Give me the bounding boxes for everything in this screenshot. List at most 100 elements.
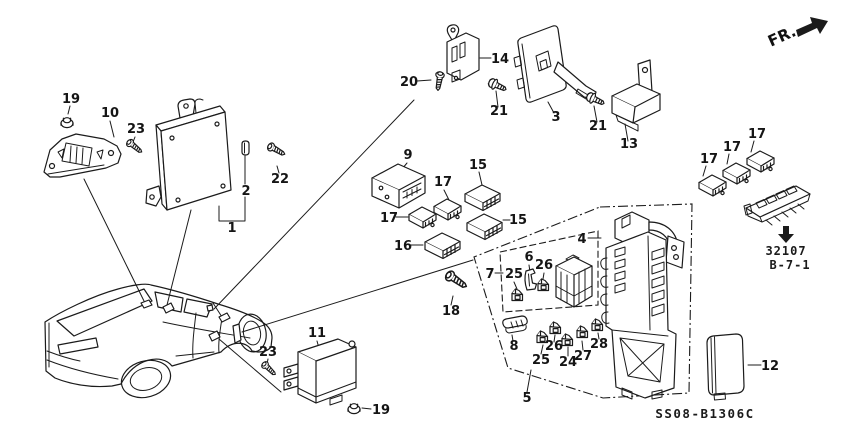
part-control-unit-11 (283, 338, 357, 406)
callout-labels: 19 10 23 2 22 1 20 14 21 3 21 13 9 17 15… (62, 52, 779, 418)
cross-reference: 32107 B-7-1 (765, 226, 810, 272)
callout-8: 8 (509, 339, 518, 354)
callout-14: 14 (491, 52, 509, 67)
part-control-unit-1 (145, 98, 232, 211)
callout-17d: 17 (723, 140, 741, 155)
leader-line (218, 338, 282, 393)
part-control-unit-3 (513, 25, 597, 103)
callout-15b: 15 (509, 213, 527, 228)
part-clip-26a (537, 278, 550, 292)
callout-17c: 17 (700, 152, 718, 167)
part-relay-17a (433, 198, 462, 221)
leader-line (213, 99, 415, 310)
leader-line (83, 178, 145, 302)
callout-25b: 25 (532, 353, 550, 368)
fr-arrow-icon (796, 17, 828, 37)
part-bracket-10 (43, 133, 122, 178)
part-relay-9 (371, 163, 426, 209)
callout-20: 20 (400, 75, 418, 90)
location-leader-lines (83, 99, 474, 393)
callout-27: 27 (574, 349, 592, 364)
callout-21b: 21 (589, 119, 607, 134)
part-connector-strip-32107 (743, 185, 811, 226)
callout-leader-lines (67, 57, 762, 410)
car-license-recess (57, 337, 99, 355)
car-rear-window (56, 288, 153, 337)
part-relay-assy-14 (446, 24, 480, 83)
callout-15a: 15 (469, 158, 487, 173)
part-relay-17c (698, 174, 727, 197)
part-clip-27 (576, 325, 589, 339)
fr-direction-indicator: FR. (765, 17, 828, 50)
callout-11: 11 (308, 326, 326, 341)
part-relay-17d (722, 162, 751, 185)
reference-part-number: 32107 (765, 244, 806, 258)
part-fuse-box-4 (600, 211, 685, 400)
location-marker (218, 312, 231, 323)
car-rear-wheel (120, 359, 172, 399)
callout-9: 9 (403, 148, 412, 163)
part-nut-19a (60, 117, 74, 129)
callout-12: 12 (761, 359, 779, 374)
location-marker (208, 330, 221, 342)
callout-19b: 19 (372, 403, 390, 418)
callout-17a: 17 (434, 175, 452, 190)
location-marker (206, 304, 214, 312)
part-nut-19b (347, 403, 361, 415)
location-marker (140, 299, 153, 309)
down-arrow-icon (778, 226, 794, 243)
part-screw-18 (443, 268, 470, 293)
part-relay-15b (466, 213, 503, 241)
part-clip-2 (241, 140, 250, 156)
callout-1: 1 (227, 221, 236, 236)
part-screw-20 (432, 70, 446, 92)
part-relay-17b (408, 206, 437, 229)
callout-17b: 17 (380, 211, 398, 226)
callout-5: 5 (522, 391, 531, 406)
part-cover-12 (706, 333, 745, 401)
leader-line (166, 209, 192, 306)
location-marker (162, 302, 175, 314)
reference-section: B-7-1 (769, 258, 810, 272)
callout-28: 28 (590, 337, 608, 352)
part-screw-22 (265, 141, 288, 159)
part-main-relay-block (555, 254, 593, 308)
car-outline (44, 283, 273, 388)
part-clip-28 (591, 318, 604, 332)
part-bolt-21b (584, 90, 607, 109)
fr-label: FR. (765, 22, 799, 50)
callout-19a: 19 (62, 92, 80, 107)
drawing-code: SS08-B1306C (655, 406, 754, 421)
car-location-markers (140, 299, 242, 344)
callout-26a: 26 (535, 258, 553, 273)
part-bracket-6 (524, 268, 538, 291)
car-quarter-window (154, 291, 184, 313)
callout-23a: 23 (127, 122, 145, 137)
callout-2: 2 (241, 184, 250, 199)
callout-22: 22 (271, 172, 289, 187)
callout-4: 4 (577, 232, 586, 247)
part-relay-15a (464, 184, 501, 212)
callout-18: 18 (442, 304, 460, 319)
fusebox-assembly-dashed-boundary (473, 203, 693, 399)
callout-16: 16 (394, 239, 412, 254)
callout-25a: 25 (505, 267, 523, 282)
location-marker (232, 323, 242, 344)
part-relay-17e (746, 150, 775, 173)
callout-6: 6 (524, 250, 533, 265)
part-relay-13 (611, 59, 661, 132)
callout-24: 24 (559, 355, 577, 370)
part-clip-24 (561, 333, 574, 347)
part-screw-23b (259, 359, 279, 379)
part-fuse-puller-8 (502, 315, 528, 334)
callout-10: 10 (101, 106, 119, 121)
part-bolt-21a (486, 76, 509, 95)
callout-23b: 23 (259, 345, 277, 360)
callout-21a: 21 (490, 104, 508, 119)
callout-7: 7 (485, 267, 494, 282)
callout-13: 13 (620, 137, 638, 152)
part-clip-26b (549, 321, 562, 335)
relay-kit-dashed-boundary (499, 230, 599, 313)
part-clip-25a (511, 288, 524, 302)
